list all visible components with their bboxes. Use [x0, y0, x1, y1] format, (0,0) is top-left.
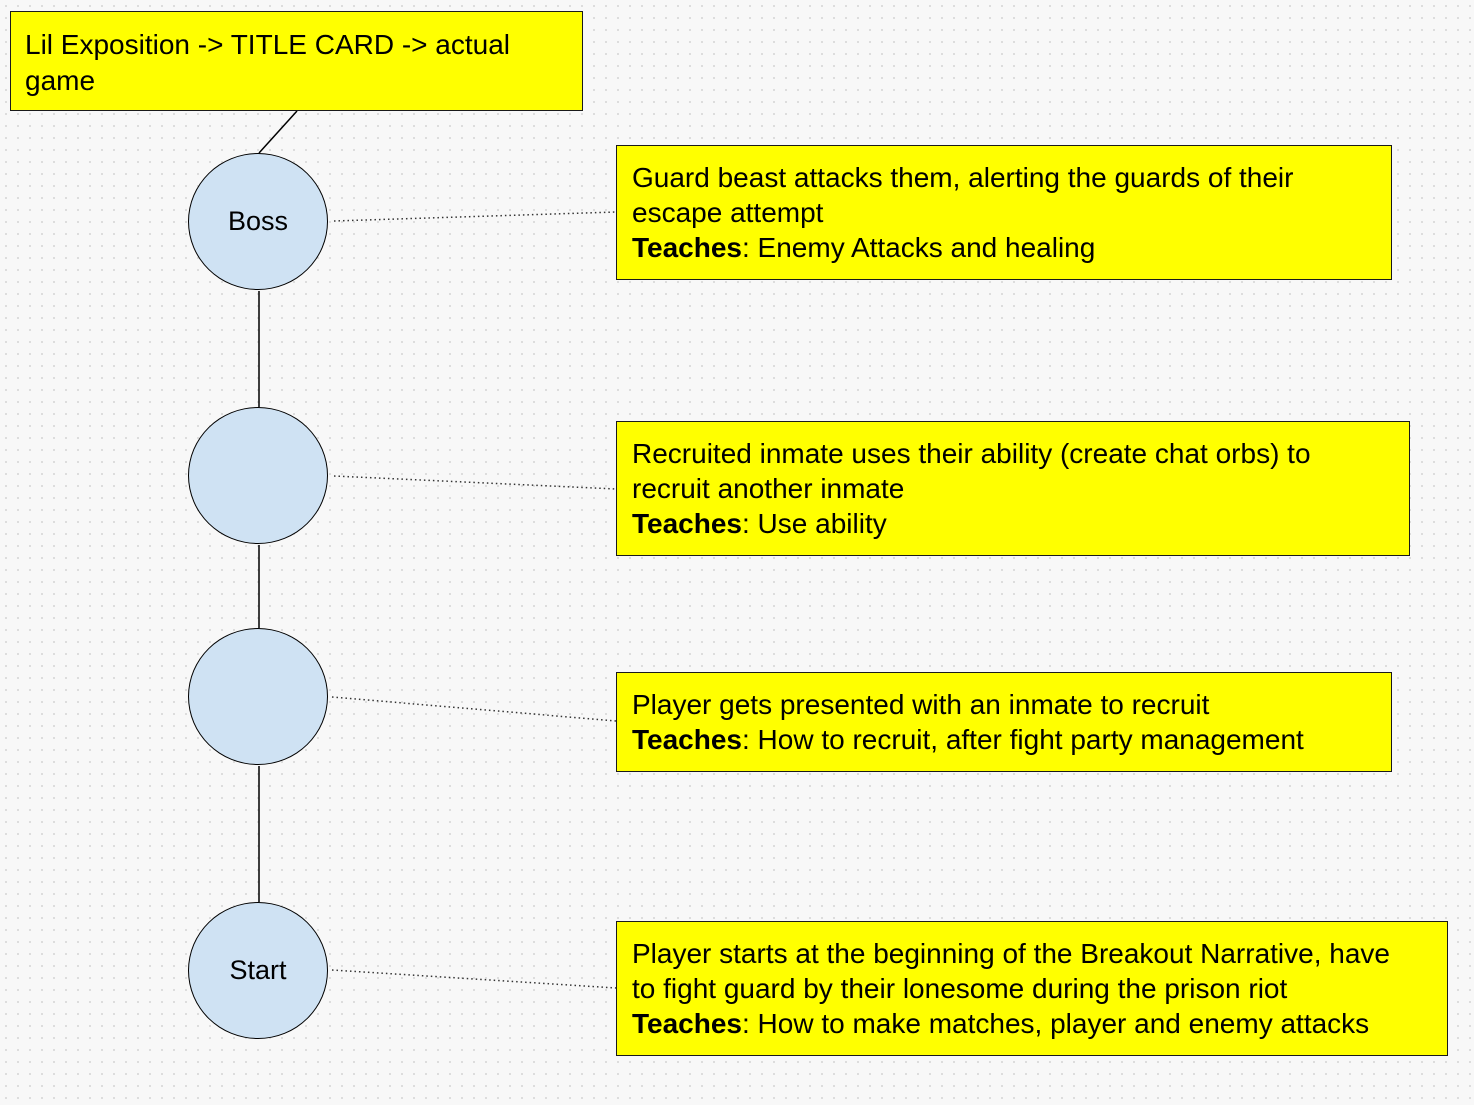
- teaches-label: Teaches: [632, 724, 742, 755]
- teaches-text: : How to recruit, after fight party mana…: [742, 724, 1304, 755]
- teaches-text: : Enemy Attacks and healing: [742, 232, 1096, 263]
- teaches-line: Teaches: How to make matches, player and…: [632, 1006, 1433, 1041]
- teaches-text: : How to make matches, player and enemy …: [742, 1008, 1370, 1039]
- dotted-connector: [333, 475, 617, 490]
- note-boss[interactable]: Guard beast attacks them, alerting the g…: [616, 145, 1392, 280]
- note-text: Guard beast attacks them, alerting the g…: [632, 162, 1294, 193]
- note-step-2[interactable]: Recruited inmate uses their ability (cre…: [616, 421, 1410, 556]
- node-step-2[interactable]: [188, 407, 328, 544]
- note-text: Recruited inmate uses their ability (cre…: [632, 438, 1311, 469]
- dotted-connector: [333, 211, 617, 222]
- note-start[interactable]: Player starts at the beginning of the Br…: [616, 921, 1448, 1056]
- note-text: to fight guard by their lonesome during …: [632, 973, 1288, 1004]
- title-note-line: game: [25, 65, 96, 96]
- note-step-1[interactable]: Player gets presented with an inmate to …: [616, 672, 1392, 772]
- teaches-label: Teaches: [632, 508, 742, 539]
- node-start[interactable]: Start: [188, 902, 328, 1039]
- node-step-1[interactable]: [188, 628, 328, 765]
- note-text: recruit another inmate: [632, 473, 905, 504]
- dotted-connector: [331, 969, 617, 989]
- note-text: Player gets presented with an inmate to …: [632, 689, 1210, 720]
- node-label: Start: [229, 955, 287, 985]
- teaches-line: Teaches: Use ability: [632, 506, 1395, 541]
- title-connector: [258, 110, 298, 154]
- note-text: Player starts at the beginning of the Br…: [632, 938, 1390, 969]
- teaches-label: Teaches: [632, 232, 742, 263]
- node-label: Boss: [227, 206, 289, 236]
- teaches-line: Teaches: Enemy Attacks and healing: [632, 230, 1377, 265]
- title-note[interactable]: Lil Exposition -> TITLE CARD -> actual g…: [10, 11, 583, 111]
- node-boss[interactable]: Boss: [188, 153, 328, 290]
- note-text: escape attempt: [632, 197, 824, 228]
- teaches-label: Teaches: [632, 1008, 742, 1039]
- dotted-connector: [331, 696, 617, 722]
- title-note-line: Lil Exposition -> TITLE CARD -> actual: [25, 29, 511, 60]
- teaches-text: : Use ability: [742, 508, 887, 539]
- teaches-line: Teaches: How to recruit, after fight par…: [632, 722, 1377, 757]
